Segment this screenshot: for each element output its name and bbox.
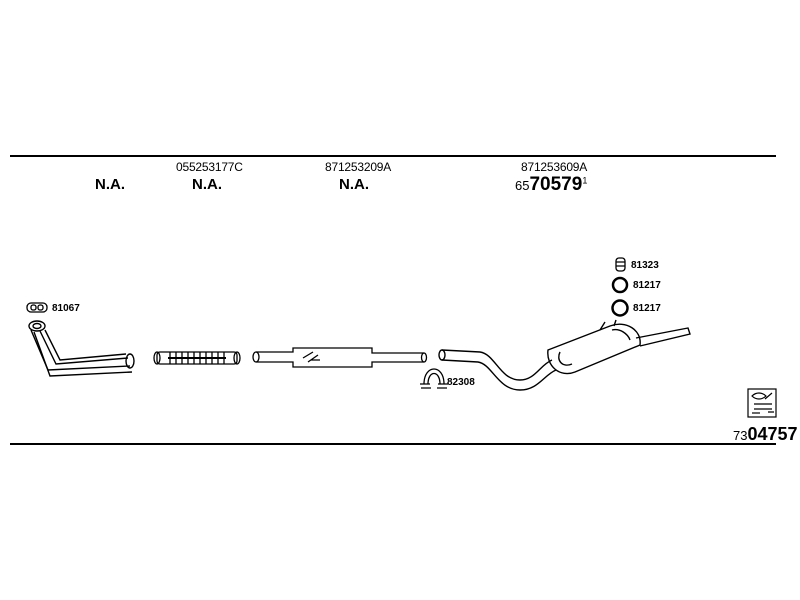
kit-number: 7304757: [733, 424, 798, 445]
clamp-middle-icon: [420, 368, 448, 389]
top-rule: [10, 155, 776, 157]
part-label-mount: 81323: [631, 260, 659, 271]
instruction-sheet-icon: [747, 388, 777, 418]
article-suffix: 1: [582, 175, 588, 186]
front-pipe-icon: [28, 320, 135, 377]
part-label-clamp-middle: 82308: [447, 377, 475, 388]
part-label-ring-2: 81217: [633, 303, 661, 314]
column-2-status: N.A.: [192, 176, 222, 193]
rubber-ring-icon: [611, 299, 629, 317]
middle-silencer-icon: [252, 347, 428, 368]
column-4-oe-number: 871253609A: [521, 160, 588, 174]
rubber-ring-icon: [611, 276, 629, 294]
clamp-front-icon: [26, 302, 48, 313]
column-2-oe-number: 055253177C: [176, 160, 243, 174]
flex-pipe-icon: [153, 351, 241, 365]
article-main: 70579: [529, 174, 583, 195]
column-3-status: N.A.: [339, 176, 369, 193]
column-3-oe-number: 871253209A: [325, 160, 392, 174]
part-label-clamp-front: 81067: [52, 303, 80, 314]
column-4-article-number: 65705791: [515, 174, 587, 196]
rubber-mount-icon: [615, 257, 626, 272]
kit-prefix: 73: [733, 428, 748, 443]
article-prefix: 65: [515, 178, 530, 193]
column-1-status: N.A.: [95, 176, 125, 193]
bottom-rule: [10, 443, 776, 445]
part-label-ring-1: 81217: [633, 280, 661, 291]
kit-main: 04757: [747, 424, 798, 444]
rear-silencer-icon: [438, 319, 691, 391]
